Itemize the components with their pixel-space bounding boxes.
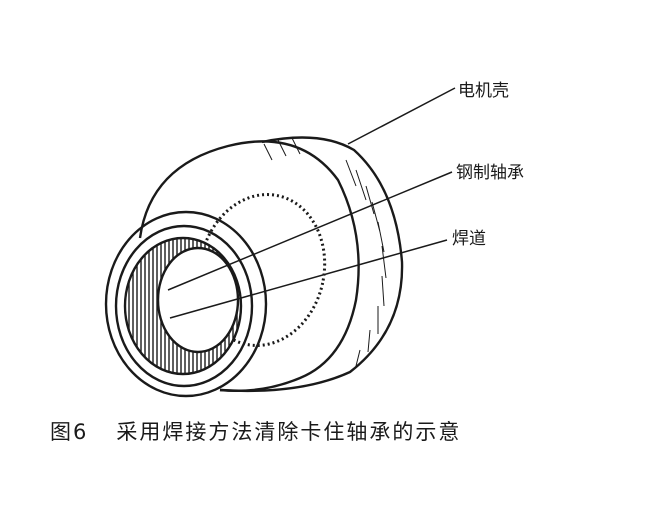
figure-caption: 图6 采用焊接方法清除卡住轴承的示意 [50, 416, 646, 446]
collar-outer-ring [104, 210, 268, 398]
housing-hatching [263, 137, 387, 367]
label-weld-bead: 焊道 [452, 229, 486, 249]
figure-number: 图6 [50, 420, 89, 444]
leader-weld-bead [169, 239, 448, 319]
leader-lines [167, 87, 456, 319]
collar-inner-ring [114, 224, 254, 388]
caption-text: 采用焊接方法清除卡住轴承的示意 [116, 420, 462, 444]
leader-steel-bearing [167, 171, 453, 291]
housing-outline [219, 136, 404, 393]
housing-front-rim [138, 140, 360, 392]
label-motor-housing: 电机壳 [458, 81, 509, 101]
motor-housing [138, 136, 404, 393]
label-steel-bearing: 钢制轴承 [456, 163, 524, 183]
bearing-bore [156, 246, 240, 354]
steel-bearing [123, 236, 243, 376]
bearing-collar [104, 210, 268, 398]
leader-motor-housing [347, 87, 456, 145]
